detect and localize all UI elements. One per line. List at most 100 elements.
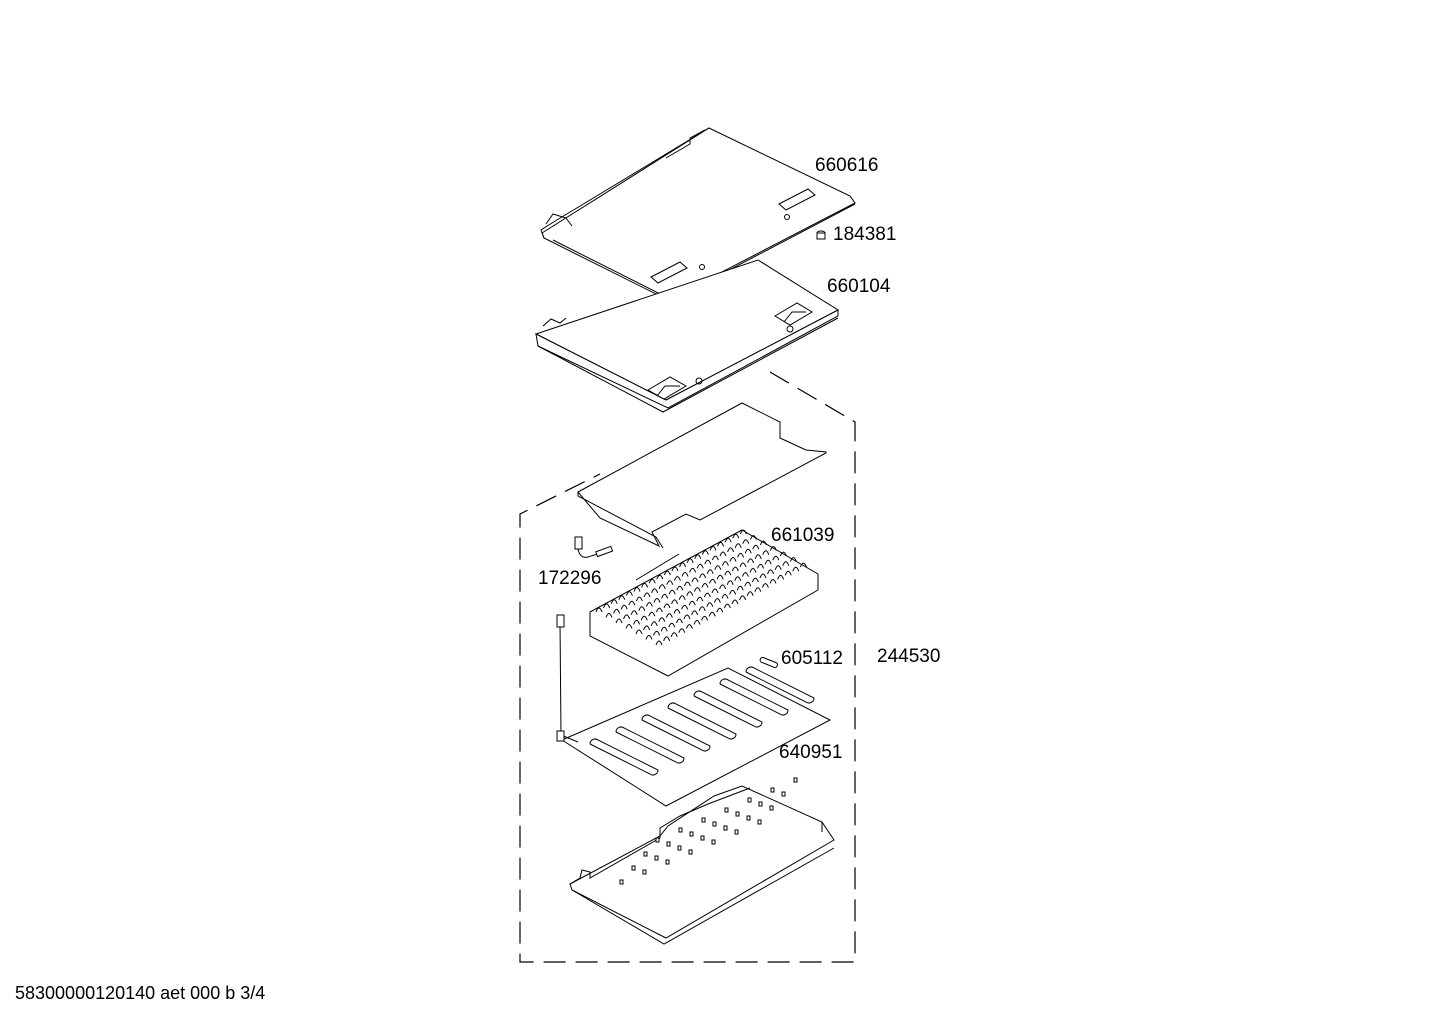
coil-fin [653, 630, 661, 636]
coil-fin [635, 596, 643, 602]
coil-fin [709, 578, 717, 584]
coil-fin [670, 632, 678, 637]
pan-stud [724, 807, 729, 813]
pan-stud [757, 819, 762, 825]
assembly-boundary-244530 [519, 371, 856, 963]
pan-stud [701, 817, 706, 823]
coil-fin [749, 535, 757, 540]
drain-pan[interactable] [569, 777, 835, 945]
coil-fin [751, 577, 759, 583]
coil-fin [685, 624, 693, 629]
coil-fin [744, 548, 752, 554]
coil-fin [688, 600, 696, 606]
coil-fin [693, 587, 701, 592]
coil-fin [628, 600, 636, 606]
label-640951: 640951 [779, 742, 843, 763]
coil-fin [671, 566, 679, 572]
coil-fin [620, 604, 628, 610]
coil-fin [656, 574, 664, 580]
pan-stud [643, 851, 648, 857]
pan-stud [723, 825, 728, 831]
coil-fin [655, 607, 663, 613]
pan-stud [758, 801, 763, 807]
label-660104: 660104 [827, 276, 891, 297]
coil-fin [613, 608, 621, 614]
pin-605112[interactable] [759, 656, 779, 669]
defrost-heater-640951[interactable] [556, 614, 832, 807]
coil-fin [625, 624, 633, 629]
pan-stud [734, 829, 739, 835]
coil-fin [633, 619, 641, 625]
coil-fin [689, 567, 697, 573]
coil-fin [658, 584, 666, 589]
coil-fin [645, 602, 653, 607]
coil-fin [719, 551, 727, 557]
coil-fin [723, 603, 731, 609]
coil-fin [676, 585, 684, 591]
coil-fin [709, 546, 717, 551]
coil-fin [668, 589, 676, 595]
heater-loop [719, 678, 789, 716]
coil-fin [721, 594, 729, 599]
coil-fin [731, 566, 739, 572]
coil-fin [661, 593, 669, 599]
coil-fin [719, 584, 727, 590]
coil-fin [711, 555, 719, 561]
coil-fin [681, 604, 689, 610]
coil-fin [678, 628, 686, 633]
coil-fin [752, 544, 760, 550]
coil-fin [742, 539, 750, 544]
pan-stud [712, 821, 717, 827]
label-172296: 172296 [538, 568, 602, 589]
coil-fin [650, 621, 658, 626]
coil-fin [754, 554, 762, 559]
coil-fin [605, 613, 613, 618]
label-660616: 660616 [815, 155, 879, 176]
coil-fin [757, 563, 765, 569]
plug-184381[interactable] [816, 230, 826, 240]
coil-fin [721, 561, 729, 566]
coil-fin [746, 591, 754, 596]
coil-fin [706, 602, 714, 607]
insulation-sheet[interactable] [577, 402, 827, 549]
pan-stud [666, 841, 671, 847]
coil-fin [759, 573, 767, 579]
coil-fin [708, 611, 716, 617]
coil-fin [615, 618, 623, 624]
coil-fin [741, 572, 749, 577]
coil-fin [625, 591, 633, 596]
coil-fin [691, 610, 699, 616]
cover-plate-660616[interactable] [540, 127, 856, 301]
label-184381: 184381 [833, 224, 897, 245]
coil-fin [761, 583, 769, 588]
sensor-172296[interactable] [574, 536, 614, 558]
evaporator-coil-661039[interactable] [589, 529, 819, 677]
coil-fin [782, 561, 790, 566]
coil-fin [769, 579, 777, 584]
coil-fin [726, 580, 734, 585]
coil-fin [683, 614, 691, 620]
evaporator-cover-660104[interactable] [534, 259, 840, 413]
coil-fin [734, 543, 742, 548]
pan-stud [689, 831, 694, 837]
coil-fin [648, 578, 656, 584]
pan-stud [769, 805, 774, 811]
coil-fin [734, 576, 742, 581]
coil-fin [724, 537, 732, 543]
pan-stud [688, 849, 693, 855]
coil-fin [691, 577, 699, 583]
coil-fin [696, 596, 704, 602]
coil-fin [648, 611, 656, 617]
coil-fin [764, 559, 772, 565]
coil-fin [630, 610, 638, 615]
coil-fin [769, 546, 777, 551]
coil-fin [739, 529, 747, 535]
coil-fin [706, 569, 714, 574]
coil-fin [767, 569, 775, 575]
coil-fin [729, 557, 737, 562]
coil-fin [711, 588, 719, 594]
coil-fin [701, 550, 709, 555]
coil-fin [744, 581, 752, 587]
coil-fin [739, 562, 747, 568]
